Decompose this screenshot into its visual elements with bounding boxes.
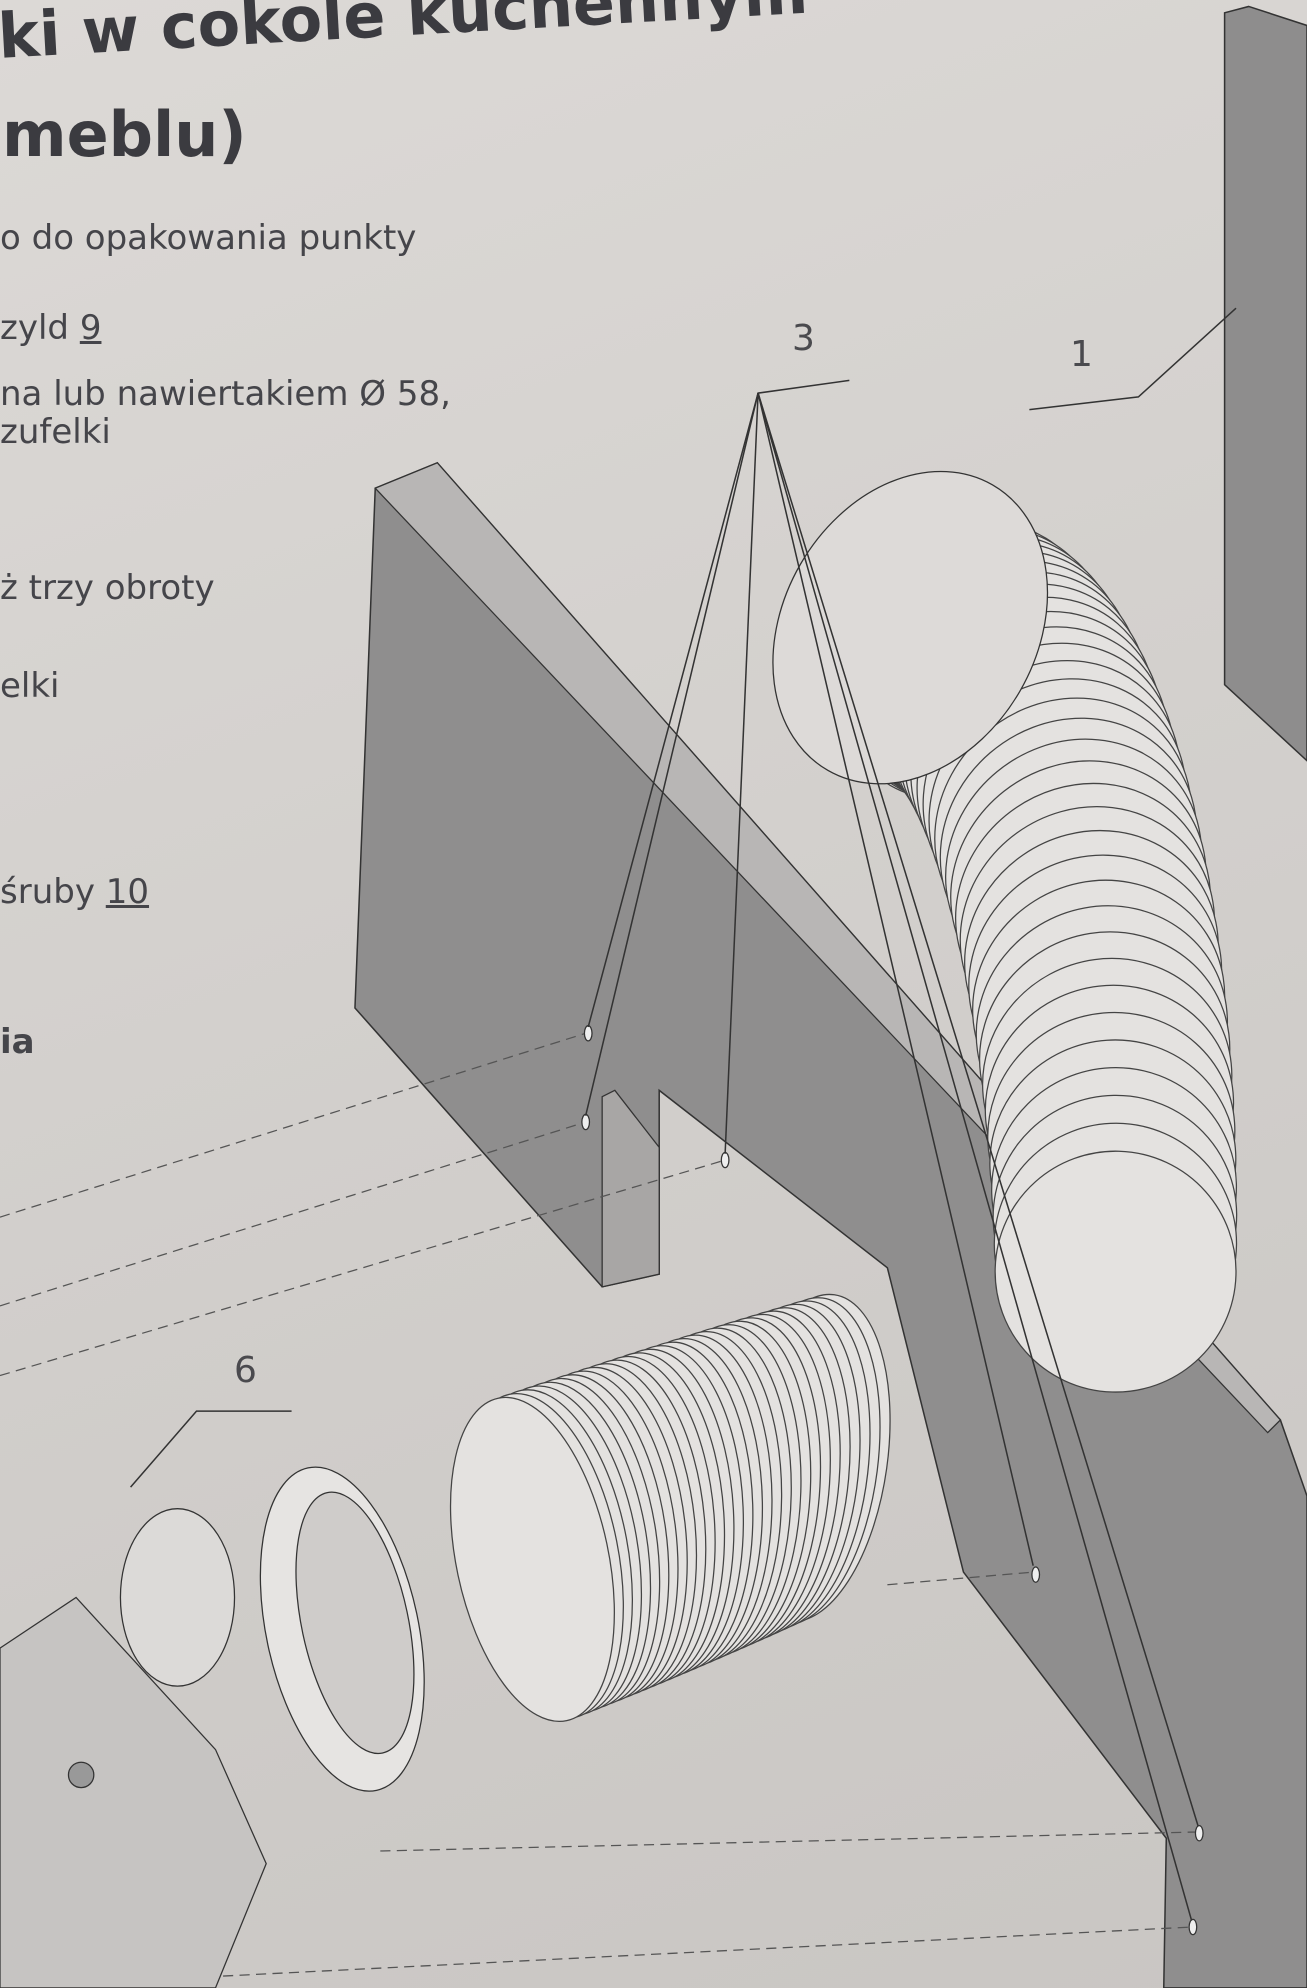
instruction-line: elki — [0, 666, 60, 706]
callout-6: 6 — [234, 1350, 257, 1391]
bracket-hole — [67, 1761, 95, 1789]
instruction-line: śruby 10 — [0, 872, 149, 912]
leader-lines — [129, 307, 1237, 1921]
instruction-text: śruby — [0, 872, 106, 912]
instruction-line: zufelki — [0, 412, 111, 452]
hose-rib — [449, 1396, 615, 1723]
hood-outlet — [119, 1508, 236, 1687]
instruction-text: zyld — [0, 308, 80, 348]
hose-collar-upper — [772, 470, 1049, 785]
alignment-lines — [0, 1032, 1198, 1979]
hood-bracket — [0, 1596, 267, 1988]
plinth-notch-face — [601, 1089, 660, 1288]
hose-adapter-opening — [295, 1491, 415, 1755]
screw-holes — [581, 1025, 1204, 1936]
flexible-hose-lower — [449, 1293, 891, 1723]
instruction-line: ż trzy obroty — [0, 568, 215, 608]
instruction-line: na lub nawiertakiem Ø 58, — [0, 374, 451, 414]
callout-1: 1 — [1070, 334, 1093, 375]
callout-3: 3 — [792, 318, 815, 359]
instruction-line: ia — [0, 1022, 35, 1062]
plinth-board — [354, 461, 1307, 1988]
instruction-line: zyld 9 — [0, 308, 101, 348]
cabinet-side-panel — [1223, 5, 1307, 762]
hose-rib — [994, 1150, 1237, 1393]
part-ref-10: 10 — [105, 872, 150, 912]
part-ref-9: 9 — [79, 308, 102, 348]
section-title-line2: meblu) — [2, 98, 247, 171]
instruction-line: o do opakowania punkty — [0, 218, 417, 258]
